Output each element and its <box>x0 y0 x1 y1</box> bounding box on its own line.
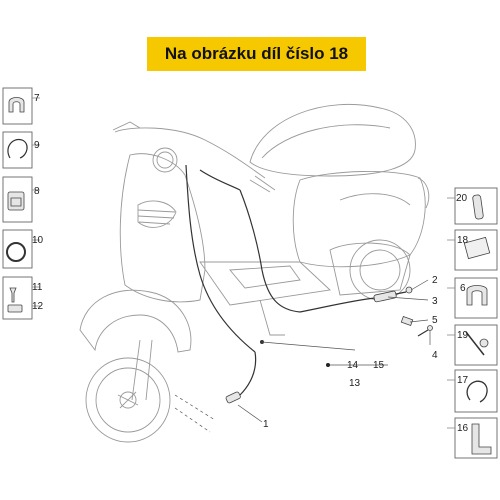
scooter-drawing <box>79 104 430 443</box>
label-16: 16 <box>457 423 469 434</box>
callout-labels: 7 9 8 10 11 12 20 18 6 19 17 16 1 2 3 5 … <box>32 93 469 434</box>
label-17: 17 <box>457 375 469 386</box>
label-18: 18 <box>457 235 469 246</box>
label-3: 3 <box>432 296 438 307</box>
banner-text: Na obrázku díl číslo 18 <box>164 44 349 63</box>
label-8: 8 <box>34 186 40 197</box>
label-14: 14 <box>347 360 359 371</box>
cable-assembly <box>185 164 433 404</box>
left-parts-column <box>2 87 40 320</box>
label-7: 7 <box>34 93 40 104</box>
label-2: 2 <box>432 275 438 286</box>
label-1: 1 <box>263 419 269 430</box>
label-11: 11 <box>32 282 43 293</box>
label-13: 13 <box>349 378 361 389</box>
label-10: 10 <box>32 235 44 246</box>
label-15: 15 <box>373 360 385 371</box>
label-9: 9 <box>34 140 40 151</box>
label-12: 12 <box>32 301 44 312</box>
label-5: 5 <box>432 315 438 326</box>
label-19: 19 <box>457 330 469 341</box>
right-parts-column <box>447 187 498 459</box>
label-4: 4 <box>432 350 438 361</box>
label-20: 20 <box>456 193 468 204</box>
reference-dot <box>326 363 330 367</box>
highlighted-part-banner: Na obrázku díl číslo 18 <box>147 37 366 71</box>
label-6: 6 <box>460 283 466 294</box>
